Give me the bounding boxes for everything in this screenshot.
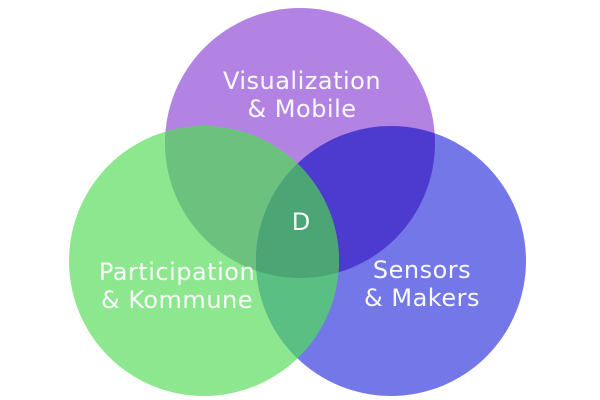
label-visualization-line2: & Mobile	[247, 95, 356, 123]
label-sensors-line1: Sensors	[373, 256, 471, 284]
label-sensors-line2: & Makers	[364, 284, 480, 312]
label-visualization-line1: Visualization	[223, 67, 381, 95]
center-label: D	[292, 208, 310, 236]
label-participation-line2: & Kommune	[101, 286, 253, 314]
label-participation-line1: Participation	[99, 258, 255, 286]
